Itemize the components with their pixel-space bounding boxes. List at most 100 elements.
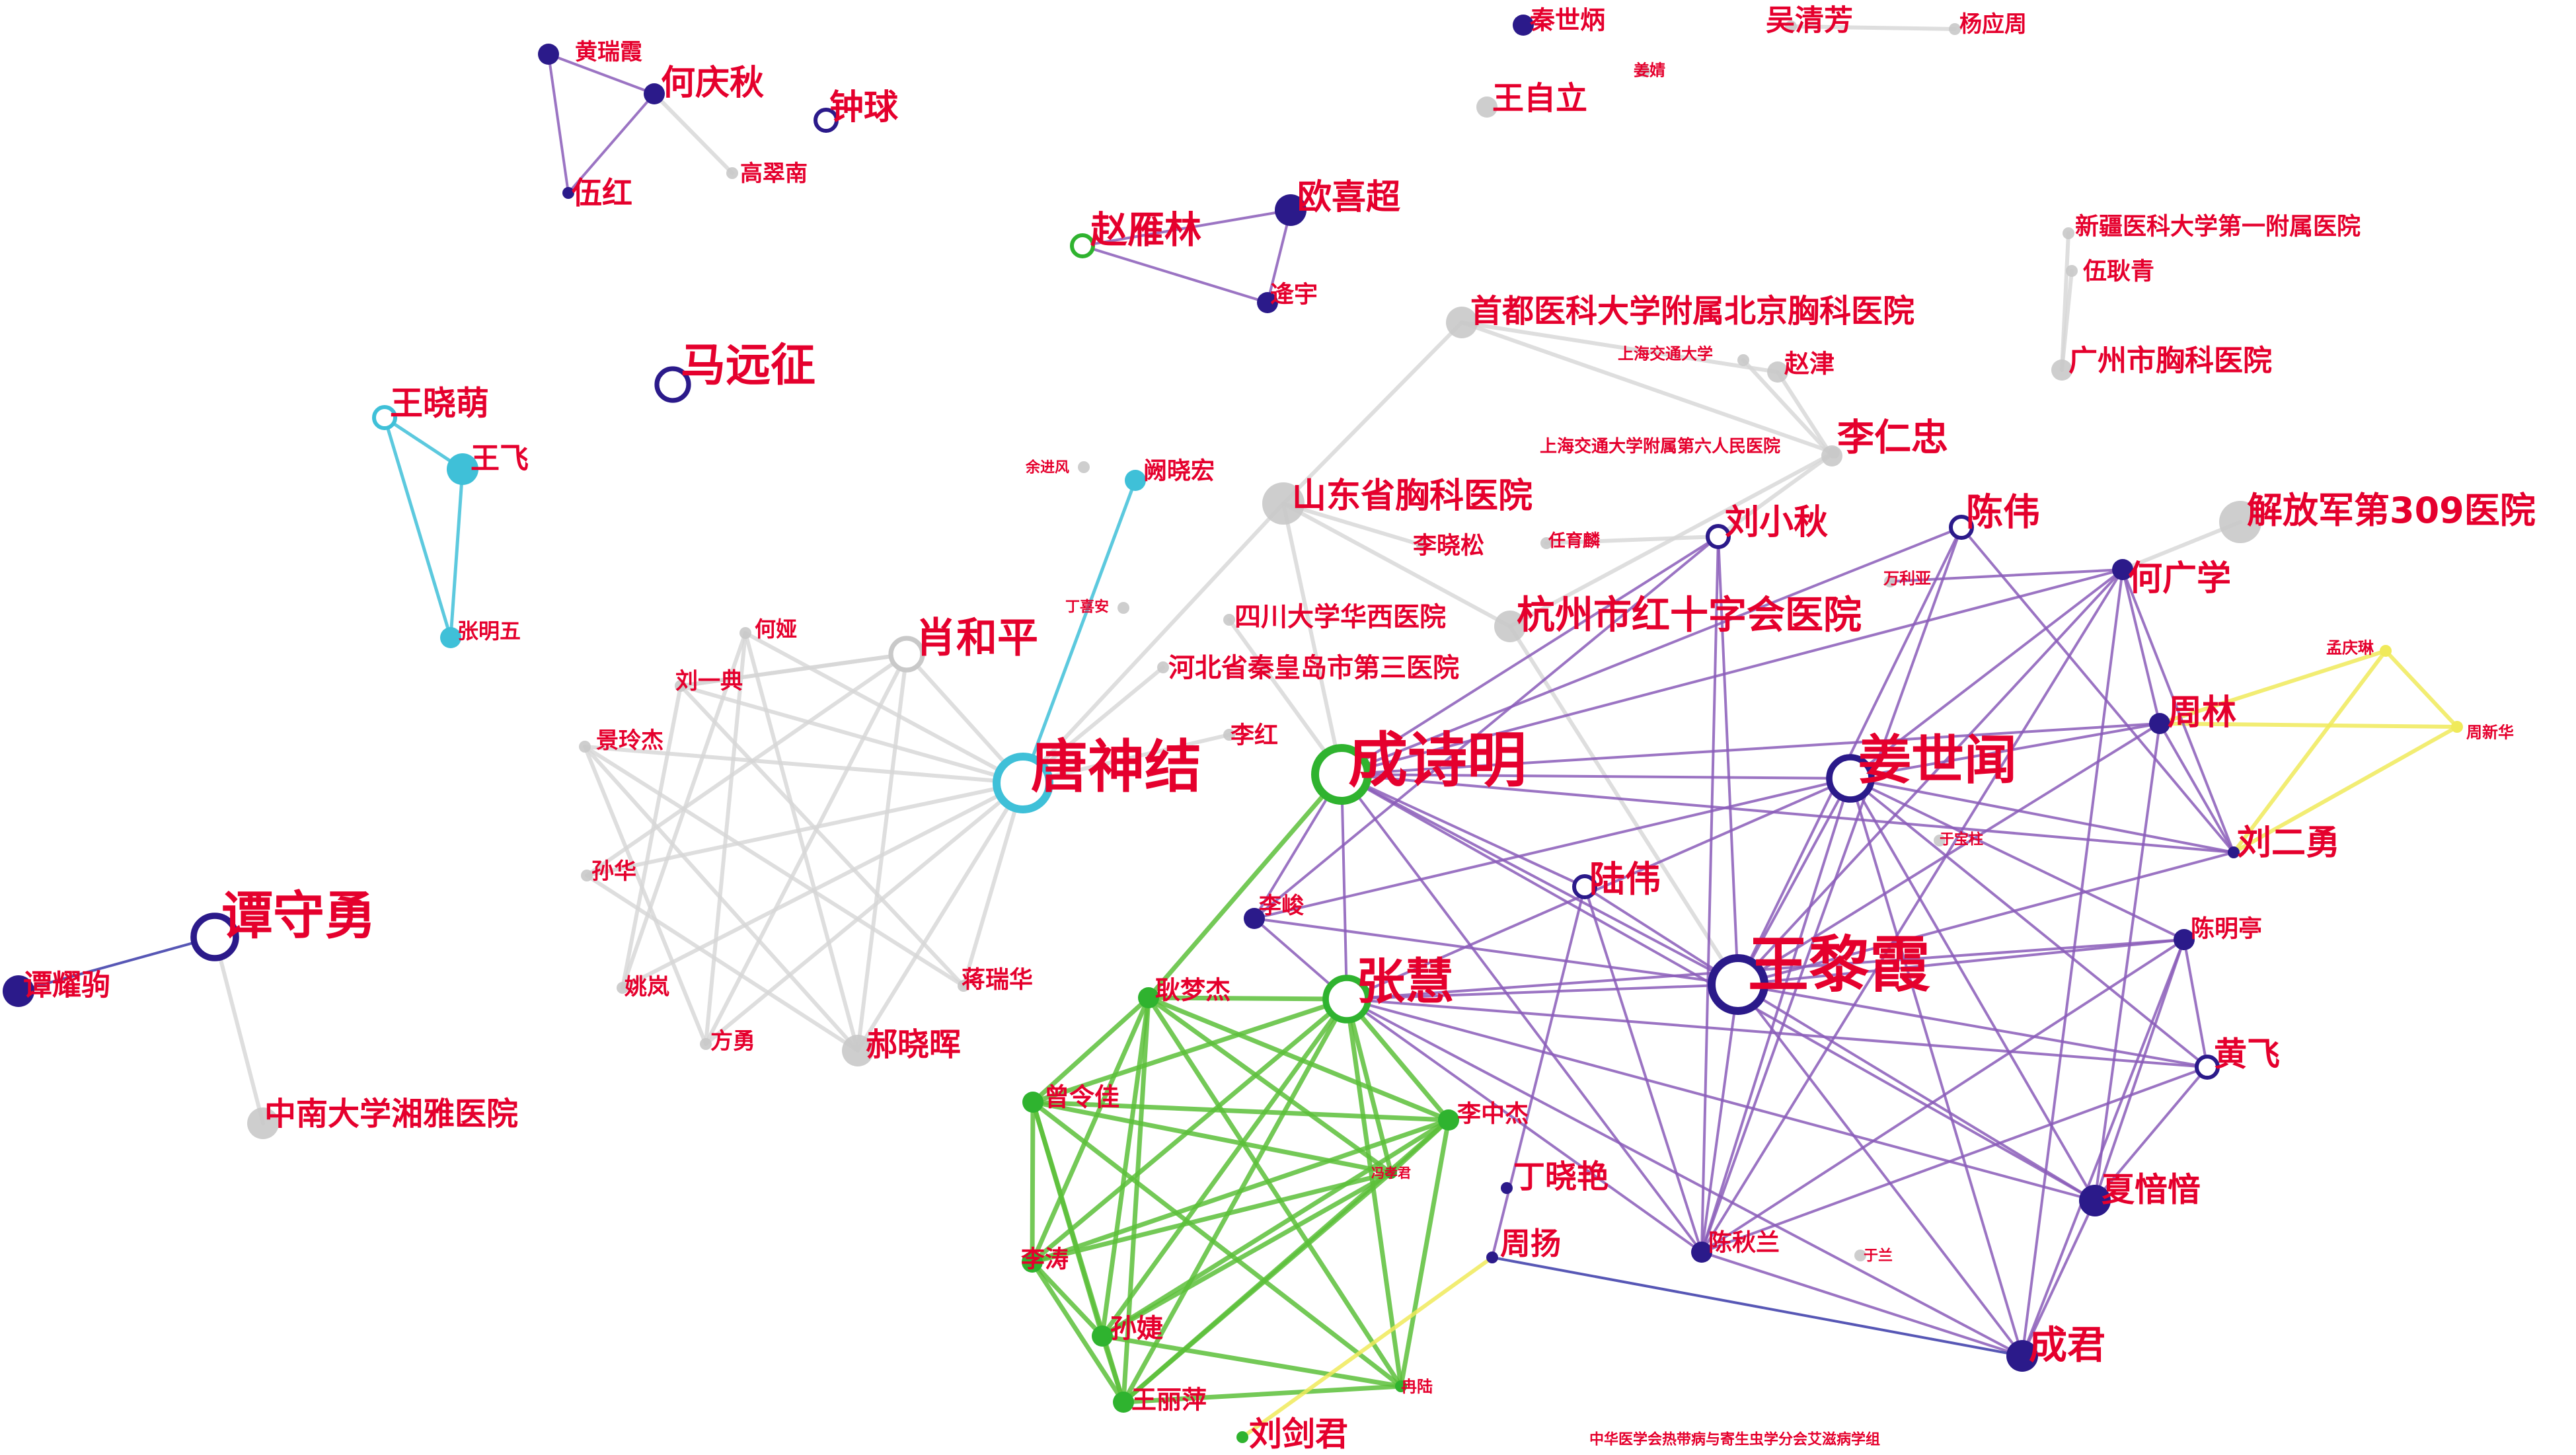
node-n53[interactable] [581,870,593,881]
edge-n2-n5 [652,92,734,175]
node-n75[interactable] [1691,1242,1712,1263]
node-n66[interactable] [2195,1055,2220,1080]
node-n47[interactable] [1223,729,1235,741]
node-n80[interactable] [1395,1380,1407,1392]
node-n79[interactable] [1113,1392,1134,1413]
edge-n15-n17 [2060,269,2074,372]
node-n51[interactable] [2228,846,2240,858]
node-n15[interactable] [2066,265,2078,277]
node-n68[interactable] [247,1107,279,1139]
edge-n40-n53 [585,652,909,877]
node-n40[interactable] [888,636,925,673]
node-n12[interactable] [1275,194,1307,226]
edge-n22-n23 [449,467,465,640]
node-n72[interactable] [2079,1185,2111,1216]
node-n69[interactable] [1438,1109,1459,1131]
node-n44[interactable] [2149,713,2170,734]
node-n57[interactable] [1708,954,1768,1015]
node-label-n16: 首都医科大学附属北京胸科医院 [1470,293,1914,330]
edge-n57-n34 [1737,568,2124,986]
node-n55[interactable] [190,913,239,961]
node-n63[interactable] [958,980,969,992]
node-n76[interactable] [1854,1250,1866,1261]
node-n65[interactable] [842,1035,874,1066]
node-n18[interactable] [1737,354,1749,366]
node-n42[interactable] [1157,661,1169,673]
node-n30[interactable] [1949,515,1974,540]
edge-n62-n67 [1030,996,1349,1105]
node-n19[interactable] [1767,361,1788,383]
edge-n39-n60 [621,631,747,990]
node-n81[interactable] [1236,1431,1248,1443]
node-n77[interactable] [1092,1325,1113,1347]
node-n17[interactable] [2051,359,2072,381]
node-n58[interactable] [2174,929,2195,950]
node-n25[interactable] [1821,445,1842,466]
node-n31[interactable] [2219,501,2261,543]
node-n46[interactable] [579,741,591,753]
edge-n34-n44 [2121,568,2161,725]
node-n78[interactable] [2006,1340,2038,1372]
node-n37[interactable] [1223,614,1235,626]
node-n70[interactable] [1385,1167,1397,1179]
node-n60[interactable] [617,982,628,994]
node-n5[interactable] [726,167,738,179]
node-n45[interactable] [2451,721,2463,733]
node-label-n70: 冯孝君 [1371,1165,1411,1181]
node-n1[interactable] [538,44,559,65]
node-n62[interactable] [1322,975,1371,1024]
node-n11[interactable] [1070,233,1095,258]
node-n8[interactable] [1949,23,1961,35]
node-n16[interactable] [1446,307,1478,338]
node-n74[interactable] [1022,1251,1043,1273]
edge-n50-n34 [1849,568,2124,780]
node-n4[interactable] [814,108,839,133]
node-n64[interactable] [700,1038,712,1050]
node-n27[interactable] [1125,470,1146,491]
edge-n44-n45 [2158,722,2459,729]
node-n50[interactable] [1826,754,1875,803]
node-n43[interactable] [2380,645,2392,657]
node-n49[interactable] [1311,744,1372,805]
node-n35[interactable] [1884,576,1896,587]
node-n23[interactable] [440,627,461,648]
node-n36[interactable] [1118,602,1129,614]
node-n73[interactable] [1486,1251,1498,1263]
node-n22[interactable] [447,453,478,485]
edge-n77-n79 [1100,1333,1126,1405]
node-label-n3: 伍红 [572,175,632,211]
node-n2[interactable] [644,83,665,104]
node-n39[interactable] [739,627,751,639]
node-n67[interactable] [1022,1092,1043,1113]
node-n32[interactable] [1416,539,1428,551]
node-n33[interactable] [1540,537,1552,549]
node-n41[interactable] [675,680,687,692]
node-n29[interactable] [1706,524,1731,549]
node-n14[interactable] [2063,227,2074,239]
node-n34[interactable] [2112,559,2133,580]
node-n71[interactable] [1501,1182,1513,1194]
node-n54[interactable] [1572,874,1597,899]
node-n21[interactable] [372,405,397,430]
node-n48[interactable] [993,753,1053,813]
node-n10[interactable] [1638,65,1650,77]
edge-n12-n13 [1266,209,1292,304]
node-n7[interactable] [1785,20,1797,32]
node-n20[interactable] [654,366,691,403]
node-n9[interactable] [1476,96,1497,118]
edge-n66-n72 [2094,1066,2209,1202]
node-n56[interactable] [1244,908,1265,929]
node-n6[interactable] [1513,15,1534,36]
node-n3[interactable] [562,187,574,199]
node-label-n32: 李晓松 [1413,533,1484,560]
node-n61[interactable] [1138,987,1159,1008]
node-n59[interactable] [3,975,34,1007]
node-n52[interactable] [1934,835,1946,846]
edge-n62-n58 [1345,938,2185,1000]
node-label-n52: 于宝柱 [1940,831,1983,848]
edge-n69-n74 [1030,1117,1451,1265]
node-n28[interactable] [1262,482,1305,525]
node-n13[interactable] [1257,292,1278,313]
node-n26[interactable] [1078,461,1090,473]
node-n38[interactable] [1494,611,1526,642]
